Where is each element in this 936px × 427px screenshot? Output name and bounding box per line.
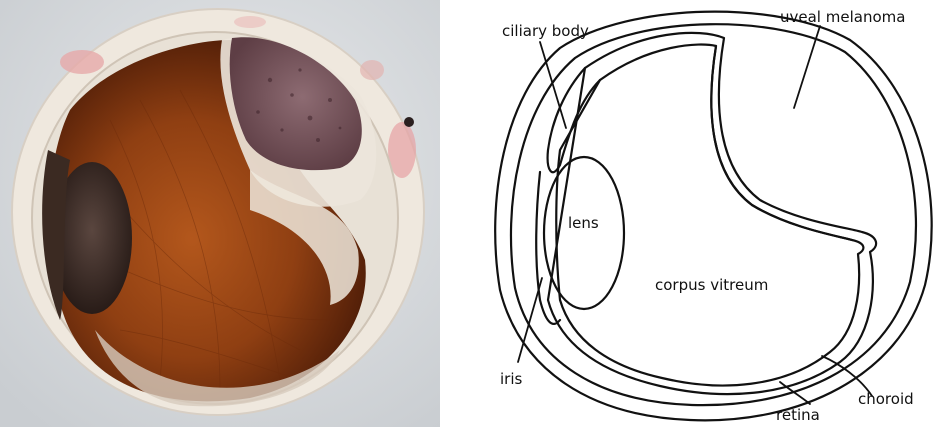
label-corpus-vitreum: corpus vitreum	[655, 276, 768, 294]
label-uveal-melanoma: uveal melanoma	[780, 8, 905, 26]
label-retina: retina	[776, 406, 820, 424]
uveal-melanoma-leader	[794, 26, 820, 108]
iris-leader	[518, 278, 542, 362]
retina-outline	[556, 45, 863, 386]
eye-schematic-diagram: ciliary body uveal melanoma lens corpus …	[448, 0, 936, 427]
eye-schematic-svg: ciliary body uveal melanoma lens corpus …	[448, 0, 936, 427]
eye-specimen-image	[0, 0, 440, 427]
label-lens: lens	[568, 214, 599, 232]
eye-specimen-photo	[0, 0, 440, 427]
label-choroid: choroid	[858, 390, 914, 408]
ciliary-body-outline	[548, 68, 600, 172]
label-ciliary-body: ciliary body	[502, 22, 589, 40]
label-iris: iris	[500, 370, 523, 388]
